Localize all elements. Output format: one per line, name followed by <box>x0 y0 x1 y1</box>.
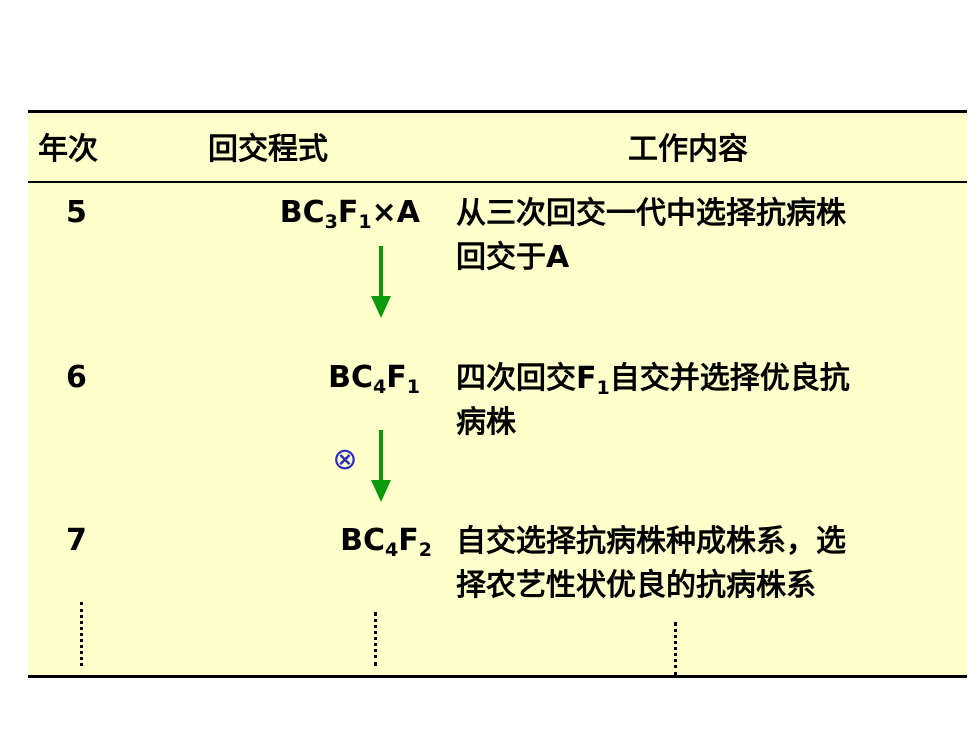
table-background <box>28 112 967 677</box>
row-year: 7 <box>66 523 87 558</box>
continuation-dots <box>80 602 83 666</box>
row-content: 四次回交F1自交并选择优良抗 病株 <box>456 361 850 440</box>
header-content: 工作内容 <box>628 132 748 167</box>
header-scheme: 回交程式 <box>208 132 328 167</box>
row-formula: BC3F1×A <box>279 195 420 233</box>
selfing-icon: ⊗ <box>332 442 358 477</box>
arrow-line <box>379 430 383 480</box>
table-top-rule <box>28 110 967 113</box>
table-bottom-rule <box>28 675 967 678</box>
row-formula: BC4F2 <box>340 523 432 561</box>
continuation-dots <box>674 622 677 676</box>
arrow-down-icon <box>371 296 391 318</box>
continuation-dots <box>374 612 377 666</box>
arrow-line <box>379 246 383 296</box>
row-content: 自交选择抗病株种成株系，选 择农艺性状优良的抗病株系 <box>456 524 846 603</box>
table-header-rule <box>28 181 967 183</box>
row-content: 从三次回交一代中选择抗病株 回交于A <box>456 196 846 275</box>
header-year: 年次 <box>38 132 98 167</box>
row-formula: BC4F1 <box>328 360 420 398</box>
row-year: 5 <box>66 195 87 230</box>
row-year: 6 <box>66 360 87 395</box>
arrow-down-icon <box>371 480 391 502</box>
